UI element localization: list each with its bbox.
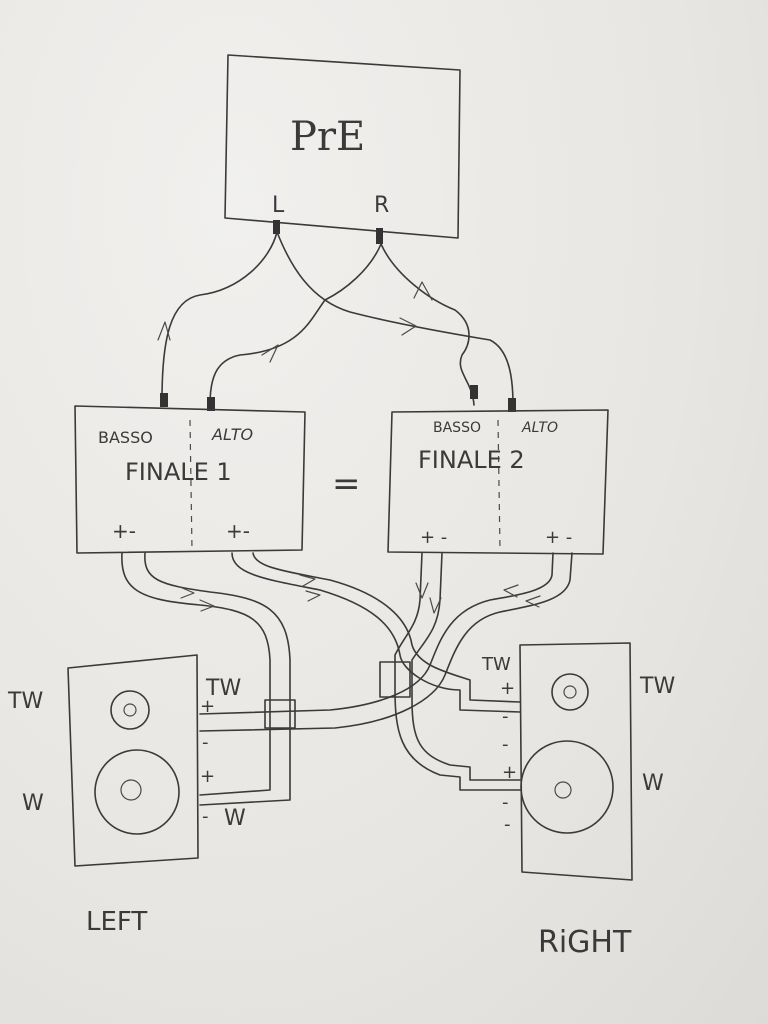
amp2-basso-jack <box>470 385 478 399</box>
amp2-alto-terminals: + - <box>545 527 572 548</box>
left-tweeter-inner-label: TW <box>205 676 241 701</box>
left-woofer-outer-label: W <box>22 791 44 816</box>
left-speaker: TW W TW + - + - W LEFT <box>7 654 246 937</box>
speaker-cables <box>121 552 573 806</box>
right-midbass-minus: - <box>502 734 509 755</box>
amp2-alto-label: ALTO <box>521 420 558 436</box>
right-tweeter-outer-label: TW <box>639 674 675 699</box>
left-tweeter-minus: - <box>202 732 209 753</box>
equals-sign: = <box>332 464 361 504</box>
left-woofer-inner-label: W <box>224 806 246 831</box>
amp1-basso-terminals: +- <box>112 519 136 543</box>
amp2-title: FINALE 2 <box>418 446 525 474</box>
preamp-right-label: R <box>374 193 389 218</box>
right-caption: RiGHT <box>538 925 632 960</box>
right-tweeter-minus: - <box>502 706 509 727</box>
preamp-left-jack <box>273 220 280 234</box>
right-woofer-plus: + <box>502 762 517 783</box>
preamp-left-label: L <box>272 193 285 218</box>
amp2-alto-jack <box>508 398 516 412</box>
left-tweeter-plus: + <box>200 696 215 717</box>
amp2-basso-label: BASSO <box>433 420 481 436</box>
right-woofer <box>520 740 614 834</box>
left-caption: LEFT <box>86 907 147 937</box>
amplifier-1-box: BASSO ALTO FINALE 1 +- +- <box>74 405 306 554</box>
amplifier-2-box: BASSO ALTO FINALE 2 + - + - <box>387 409 609 555</box>
preamp-box: PrE L R <box>224 54 461 244</box>
right-woofer-outer-label: W <box>642 771 664 796</box>
right-tweeter-inner-label: TW <box>481 654 511 675</box>
left-woofer-minus: - <box>202 806 209 827</box>
amp1-alto-label: ALTO <box>211 425 253 444</box>
right-woofer-minus-b: - <box>504 814 511 835</box>
left-woofer-plus: + <box>200 766 215 787</box>
amp1-alto-jack <box>207 397 215 411</box>
amp2-basso-terminals: + - <box>420 527 447 548</box>
left-tweeter-outer-label: TW <box>7 689 43 714</box>
amp1-title: FINALE 1 <box>125 458 232 486</box>
right-woofer-minus-a: - <box>502 792 509 813</box>
amp1-alto-terminals: +- <box>226 519 250 543</box>
preamp-label: PrE <box>290 114 365 160</box>
right-speaker: TW + - - + - - TW W RiGHT <box>481 642 675 960</box>
right-tweeter <box>551 673 589 711</box>
preamp-right-jack <box>376 228 383 244</box>
amp1-basso-jack <box>160 393 168 407</box>
left-tweeter <box>110 690 150 730</box>
left-woofer <box>94 749 180 835</box>
amp1-basso-label: BASSO <box>98 428 153 447</box>
right-tweeter-plus: + <box>500 678 515 699</box>
pre-to-amp-cables <box>157 231 516 412</box>
